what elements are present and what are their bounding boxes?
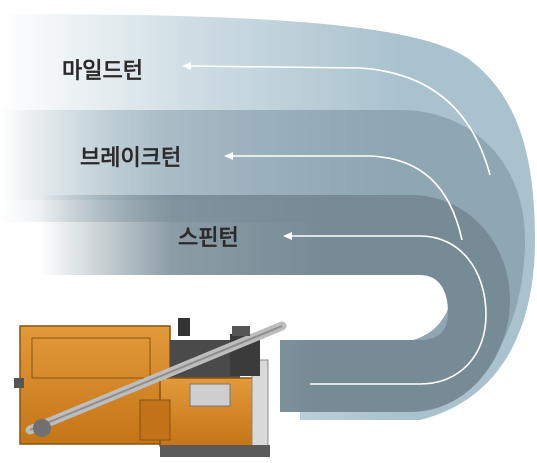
- mild-turn-arrow-icon: [182, 62, 191, 70]
- brake-turn-label: 브레이크턴: [80, 146, 181, 171]
- spin-turn-arrow-icon: [283, 232, 292, 240]
- brake-turn-band: [0, 110, 525, 412]
- spin-turn-label: 스핀턴: [178, 226, 239, 251]
- mild-turn-path: [189, 65, 491, 176]
- brake-turn-path: [232, 155, 463, 241]
- spin-turn-band: [40, 195, 510, 412]
- mild-turn-label: 마일드턴: [62, 59, 143, 84]
- combine-harvester-icon: [14, 318, 287, 457]
- brake-turn-arrow-icon: [224, 152, 233, 160]
- spin-turn-path: [292, 235, 487, 385]
